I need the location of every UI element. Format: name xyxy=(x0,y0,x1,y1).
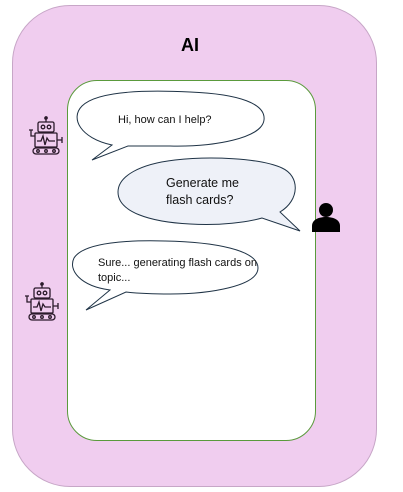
app-title: AI xyxy=(181,35,199,55)
message-text-bot-2: Sure... generating flash cards on topic.… xyxy=(98,257,257,284)
robot-icon xyxy=(29,116,63,155)
chat-bubble-user xyxy=(117,157,301,232)
message-text-user: Generate me flash cards? xyxy=(166,176,239,207)
chat-bubble-bot-1 xyxy=(76,90,265,161)
message-text-bot-1: Hi, how can I help? xyxy=(118,114,212,126)
person-icon xyxy=(312,203,340,232)
robot-icon xyxy=(25,282,59,321)
chat-bubble-bot-2 xyxy=(72,240,259,311)
